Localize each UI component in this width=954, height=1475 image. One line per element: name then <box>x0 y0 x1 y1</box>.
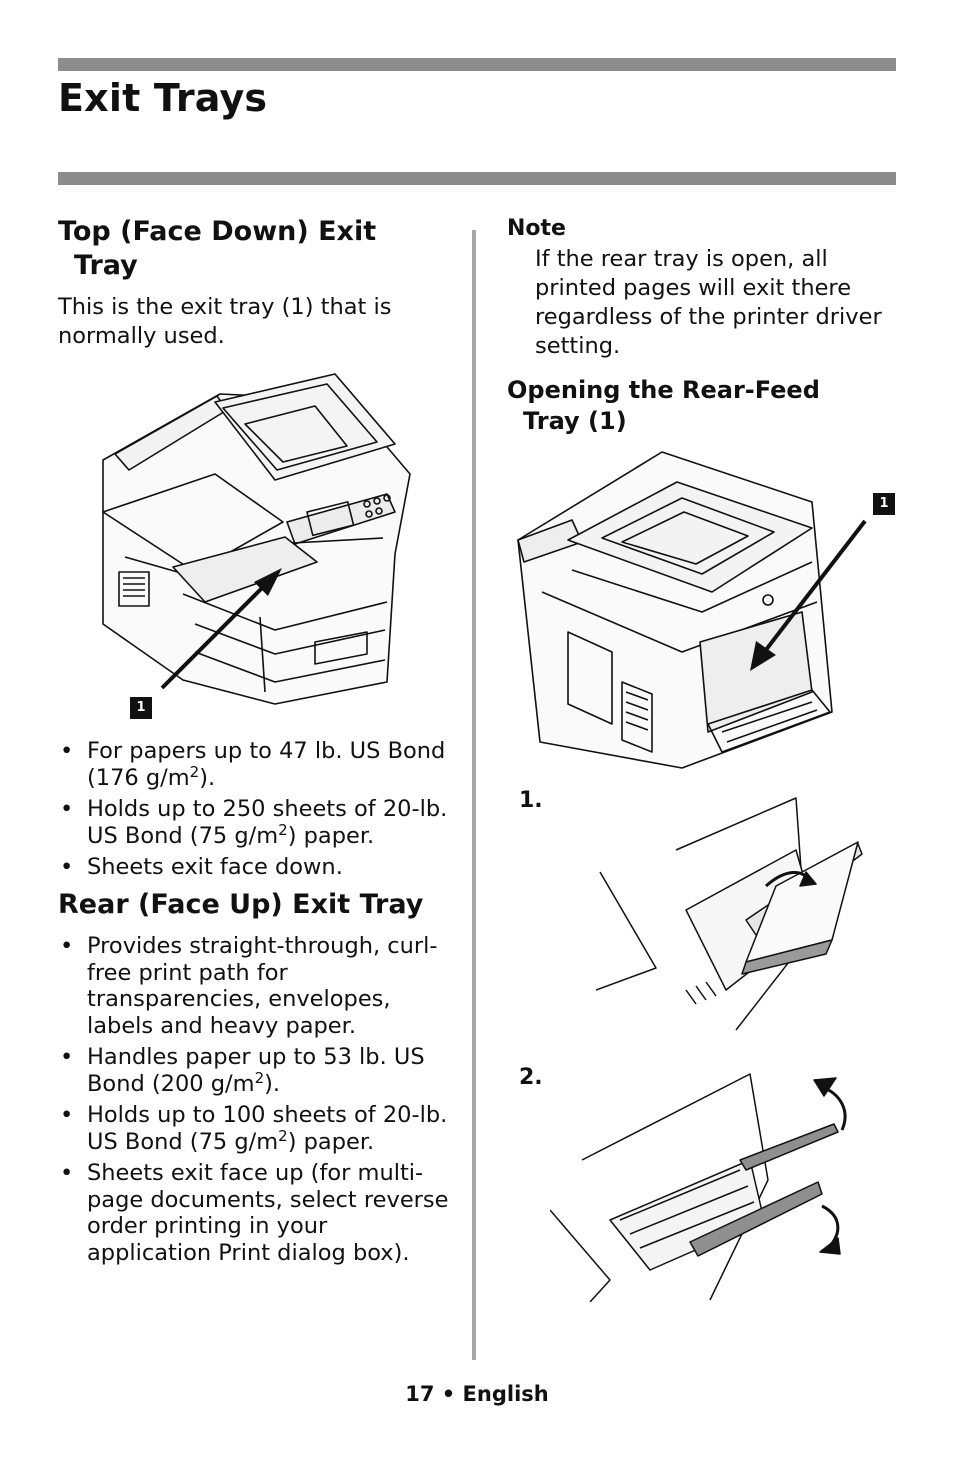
note-label: Note <box>507 216 566 241</box>
note-text: If the rear tray is open, all printed pa… <box>535 246 882 359</box>
list-item: Holds up to 100 sheets of 20-lb. US Bond… <box>58 1102 450 1155</box>
header-rule-top <box>58 58 896 71</box>
printer-rear-illustration <box>512 442 842 770</box>
callout-badge-left: 1 <box>130 697 152 719</box>
top-tray-heading: Top (Face Down) Exit Tray <box>58 215 376 283</box>
exit-tray-arrow <box>160 568 282 690</box>
top-tray-heading-line2: Tray <box>74 250 138 281</box>
step-number-1: 1. <box>519 788 543 813</box>
header-rule-bottom <box>58 172 896 185</box>
footer-separator: • <box>441 1382 456 1406</box>
list-item: Provides straight-through, curl-free pri… <box>58 933 450 1039</box>
printer-front-illustration <box>95 362 425 722</box>
list-item: Holds up to 250 sheets of 20-lb. US Bond… <box>58 796 450 849</box>
list-item: Handles paper up to 53 lb. US Bond (200 … <box>58 1044 450 1097</box>
rear-tray-arrow <box>750 519 867 671</box>
rear-tray-heading: Rear (Face Up) Exit Tray <box>58 889 424 920</box>
list-item: Sheets exit face down. <box>58 854 450 881</box>
top-tray-intro: This is the exit tray (1) that is normal… <box>58 294 392 349</box>
list-item: For papers up to 47 lb. US Bond (176 g/m… <box>58 738 450 791</box>
footer-language: English <box>462 1382 549 1406</box>
list-item: Sheets exit face up (for multi-page docu… <box>58 1160 450 1266</box>
step-1-illustration <box>595 790 868 1040</box>
top-tray-bullet-list: For papers up to 47 lb. US Bond (176 g/m… <box>58 738 450 886</box>
top-tray-heading-line1: Top (Face Down) Exit <box>58 216 377 247</box>
page-footer: 17 • English <box>0 1382 954 1406</box>
opening-heading-line2: Tray (1) <box>523 407 627 435</box>
step-2-illustration <box>549 1070 860 1303</box>
page-number: 17 <box>405 1382 435 1406</box>
opening-heading-line1: Opening the Rear-Feed <box>507 376 820 404</box>
opening-heading: Opening the Rear-Feed Tray (1) <box>507 375 820 437</box>
column-divider <box>472 230 476 1360</box>
rear-tray-bullet-list: Provides straight-through, curl-free pri… <box>58 933 450 1271</box>
step-number-2: 2. <box>519 1065 543 1090</box>
callout-badge-right: 1 <box>873 493 895 515</box>
page-title: Exit Trays <box>58 76 268 120</box>
